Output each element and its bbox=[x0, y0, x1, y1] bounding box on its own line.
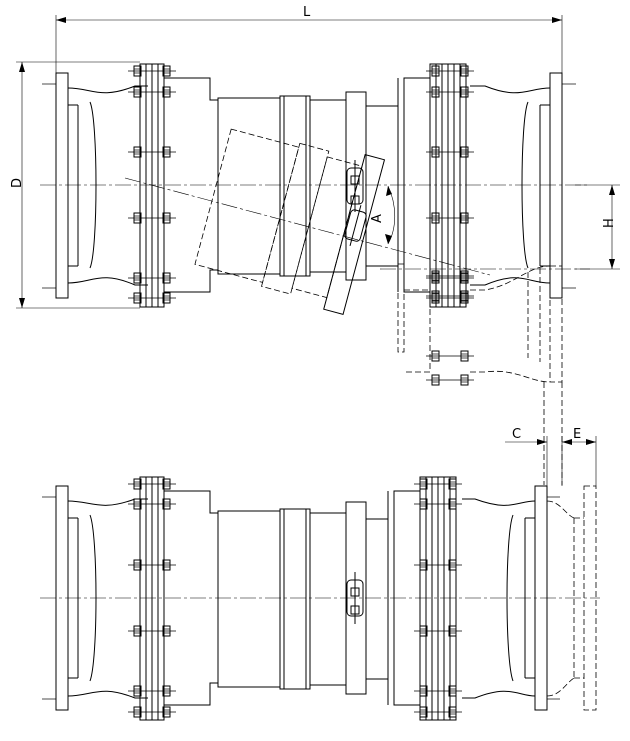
bottom-view: C E bbox=[40, 427, 600, 721]
angle-A: A bbox=[370, 185, 396, 245]
dimension-C-label: C bbox=[512, 427, 521, 442]
deflected-sleeve bbox=[194, 128, 386, 315]
dimension-H-label: H bbox=[602, 218, 617, 228]
dimension-H: H bbox=[575, 184, 620, 270]
dimension-D-label: D bbox=[10, 178, 25, 188]
dimension-L: L bbox=[55, 5, 563, 73]
top-view: L D H A bbox=[10, 5, 620, 485]
bolt-row-right-top bbox=[425, 65, 475, 304]
dimension-D: D bbox=[10, 61, 140, 309]
dimension-E-label: E bbox=[573, 427, 581, 442]
dimension-E: E bbox=[561, 427, 597, 486]
dimension-L-label: L bbox=[303, 5, 311, 20]
bolt-row-deflected bbox=[425, 270, 475, 386]
angle-A-label: A bbox=[370, 214, 385, 223]
extended-position bbox=[546, 485, 597, 711]
dimension-C: C bbox=[505, 427, 548, 486]
